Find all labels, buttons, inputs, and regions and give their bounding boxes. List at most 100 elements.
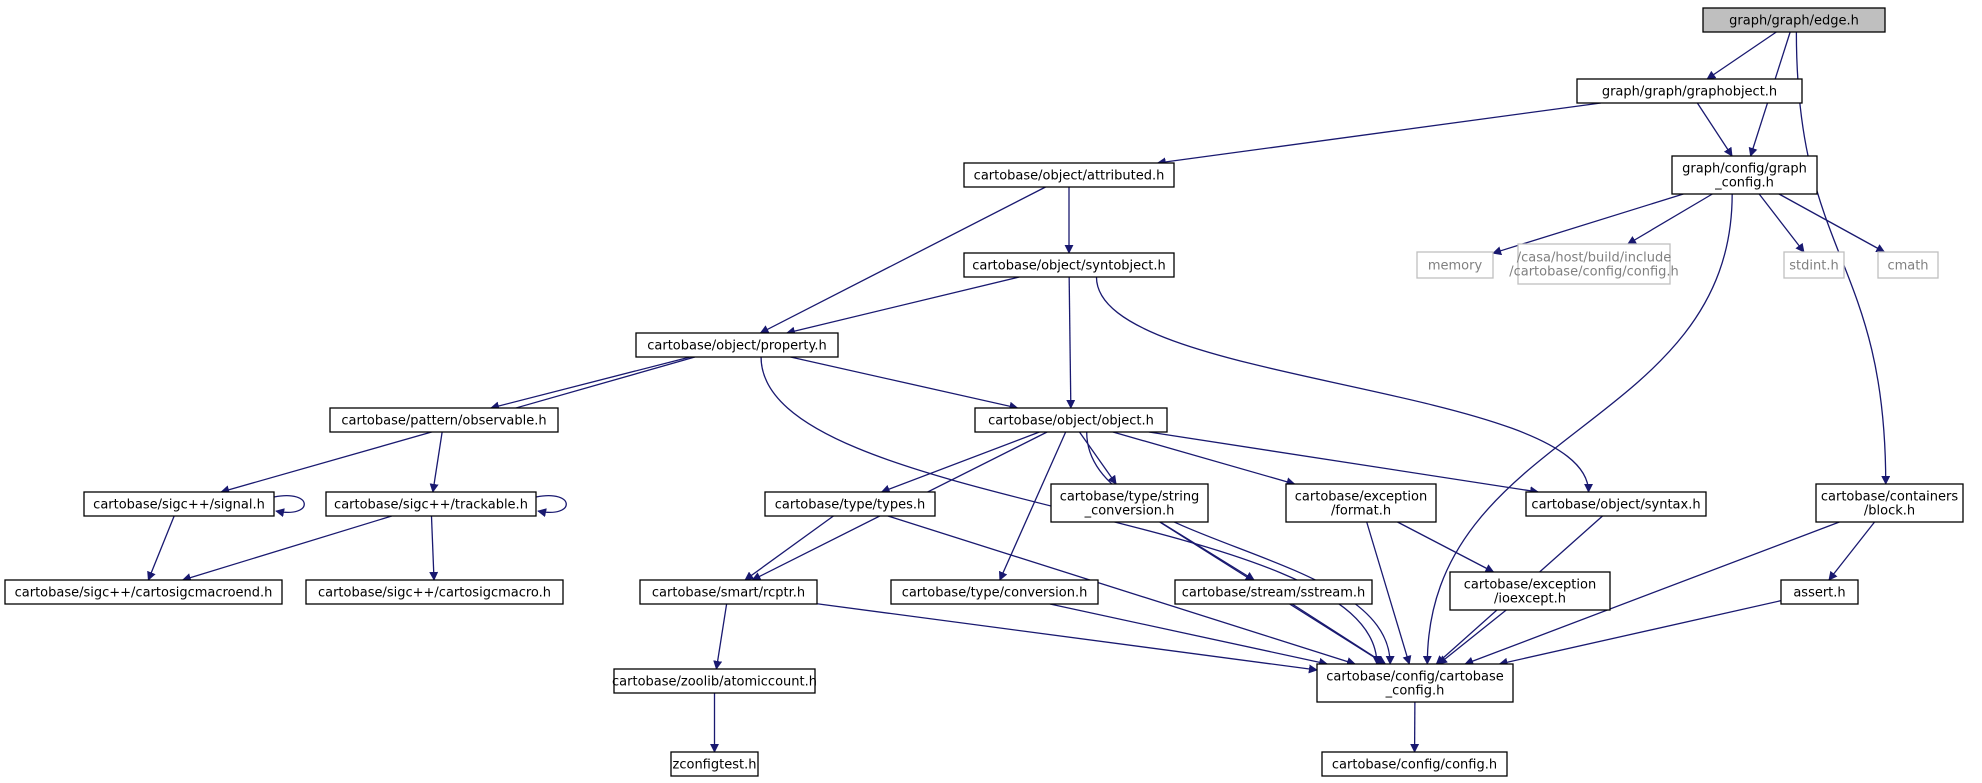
node-label: cartobase/object/property.h [647,339,827,354]
edge-types-to-cartobase_config [887,515,1356,666]
edge-ioexcept-to-cartobase_config [1438,609,1507,665]
edge-graphobject-to-attributed [1156,102,1601,167]
node-observable[interactable]: cartobase/pattern/observable.h [329,407,559,433]
node-box [4,579,283,605]
node-box [1525,491,1707,517]
node-graph_config[interactable]: graph/config/graph_config.h [1671,155,1818,195]
node-box [1449,571,1611,611]
node-label: cartobase/exception [1464,578,1596,593]
edge-graph_config-to-cmath [1778,193,1886,253]
node-zconfigtest[interactable]: zconfigtest.h [670,751,759,777]
node-string_conversion[interactable]: cartobase/type/string_conversion.h [1050,483,1209,523]
node-box [325,491,537,517]
node-label: _config.h [1714,176,1774,191]
edge-graph_config-to-cartobase_config [1422,193,1733,665]
edge-attributed-to-property [759,186,1046,334]
edge-object-to-syntax [1148,431,1540,496]
edge-syntobject-to-object [1066,276,1076,409]
node-box [1316,663,1514,703]
node-label: /cartobase/config/config.h [1509,265,1679,280]
node-box [1416,251,1494,279]
edge-object-to-types [880,431,1040,494]
node-label: graph/graph/edge.h [1729,14,1859,29]
node-cartobase_config[interactable]: cartobase/config/cartobase_config.h [1316,663,1514,703]
node-ioexcept[interactable]: cartobase/exception/ioexcept.h [1449,571,1611,611]
node-syntobject[interactable]: cartobase/object/syntobject.h [963,252,1175,278]
node-cmath[interactable]: cmath [1877,251,1939,279]
node-object[interactable]: cartobase/object/object.h [974,407,1168,433]
node-stdint[interactable]: stdint.h [1783,251,1845,279]
node-edge[interactable]: graph/graph/edge.h [1702,7,1886,33]
node-box [1576,78,1803,104]
node-box [635,332,839,358]
node-label: assert.h [1793,586,1845,601]
node-box [1702,7,1886,33]
node-label: cartobase/sigc++/cartosigcmacro.h [318,586,551,601]
edge-rcptr-to-cartobase_config [816,603,1318,674]
node-box [83,491,275,517]
node-syntax[interactable]: cartobase/object/syntax.h [1525,491,1707,517]
node-label: _conversion.h [1084,504,1175,519]
edge-conversion-to-cartobase_config [1049,603,1329,667]
edge-object-to-cartobase_config [1086,431,1395,665]
edge-trackable-to-cartosigcmacro [429,515,439,581]
node-format[interactable]: cartobase/exception/format.h [1285,483,1437,523]
edge-types-to-rcptr [744,515,834,581]
node-config[interactable]: cartobase/config/config.h [1321,751,1508,777]
node-property[interactable]: cartobase/object/property.h [635,332,839,358]
node-box [963,162,1175,188]
node-label: graph/graph/graphobject.h [1602,85,1777,100]
edge-observable-to-trackable [429,431,443,493]
node-label: memory [1428,259,1483,274]
node-label: cartobase/object/syntobject.h [972,259,1166,274]
node-label: cartobase/sigc++/signal.h [93,498,265,513]
node-graphobject[interactable]: graph/graph/graphobject.h [1576,78,1803,104]
node-label: cartobase/sigc++/trackable.h [334,498,528,513]
node-box [1285,483,1437,523]
node-block[interactable]: cartobase/containers/block.h [1815,483,1964,523]
node-label: _config.h [1385,684,1445,699]
node-box [670,751,759,777]
node-rcptr[interactable]: cartobase/smart/rcptr.h [639,579,818,605]
node-cartosigcmacroend[interactable]: cartobase/sigc++/cartosigcmacroend.h [4,579,283,605]
node-cartosigcmacro[interactable]: cartobase/sigc++/cartosigcmacro.h [305,579,564,605]
node-label: cmath [1887,259,1928,274]
edge-graph_config-to-stdint [1758,193,1805,253]
edge-signal-to-signal [273,495,305,518]
node-casa_config[interactable]: /casa/host/build/include/cartobase/confi… [1509,243,1679,285]
node-label: cartobase/config/config.h [1332,758,1497,773]
node-label: zconfigtest.h [673,758,757,773]
edge-format-to-ioexcept [1397,521,1495,573]
node-atomiccount[interactable]: cartobase/zoolib/atomiccount.h [612,668,817,694]
edge-graph_config-to-memory [1492,193,1684,256]
node-attributed[interactable]: cartobase/object/attributed.h [963,162,1175,188]
node-label: cartobase/type/types.h [775,498,925,513]
edge-format-to-cartobase_config [1366,521,1412,665]
node-box [1174,579,1373,605]
node-sstream[interactable]: cartobase/stream/sstream.h [1174,579,1373,605]
node-box [1321,751,1508,777]
node-label: graph/config/graph [1682,162,1807,177]
node-box [1050,483,1209,523]
node-label: cartobase/zoolib/atomiccount.h [612,675,817,690]
node-signal[interactable]: cartobase/sigc++/signal.h [83,491,275,517]
node-label: cartobase/smart/rcptr.h [652,586,805,601]
node-box [1780,579,1859,605]
node-label: cartobase/pattern/observable.h [341,414,546,429]
edge-object-to-format [1112,431,1296,487]
node-label: /casa/host/build/include [1517,251,1672,266]
node-conversion[interactable]: cartobase/type/conversion.h [890,579,1099,605]
edge-edge-to-graphobject [1706,31,1777,80]
edge-rcptr-to-atomiccount [713,603,728,670]
node-label: cartobase/stream/sstream.h [1182,586,1366,601]
node-label: cartobase/object/object.h [988,414,1154,429]
node-box [974,407,1168,433]
node-label: /format.h [1331,504,1391,519]
node-memory[interactable]: memory [1416,251,1494,279]
node-box [1783,251,1845,279]
nodes-layer: graph/graph/edge.h graph/graph/graphobjec… [4,7,1964,777]
node-types[interactable]: cartobase/type/types.h [764,491,936,517]
node-trackable[interactable]: cartobase/sigc++/trackable.h [325,491,537,517]
node-assert[interactable]: assert.h [1780,579,1859,605]
